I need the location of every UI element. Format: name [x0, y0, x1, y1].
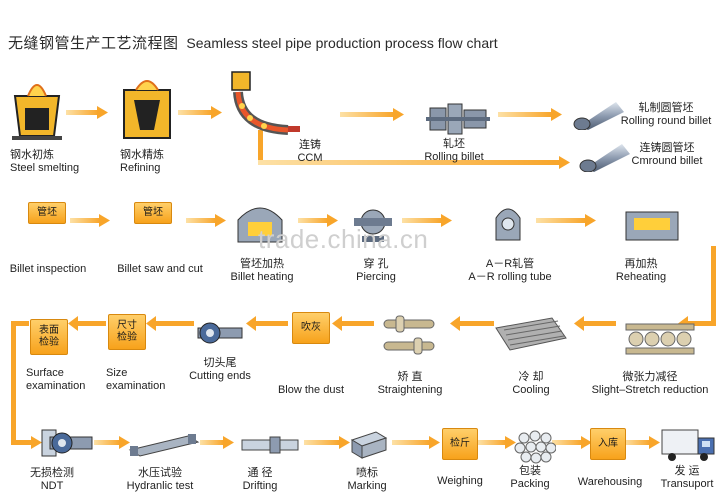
label-marking: 喷标 Marking [347, 467, 387, 492]
refining-ladle-icon [123, 80, 171, 139]
arrow-r1-1 [66, 106, 108, 119]
arrow-r2-4 [402, 214, 452, 227]
label-blow-dust: Blow the dust [277, 384, 345, 396]
ndt-icon [41, 429, 93, 457]
label-hydraulic-test: 水压试验 Hydranlic test [126, 467, 194, 492]
label-warehousing: Warehousing [577, 476, 643, 488]
label-ndt: 无损检测 NDT [30, 467, 74, 492]
label-billet-inspection: Billet inspection [9, 263, 87, 275]
hydraulic-tester-icon [128, 434, 200, 457]
arrow-r4-4 [392, 436, 440, 449]
label-cooling: 冷 却 Cooling [512, 371, 550, 396]
title-chinese: 无缝钢管生产工艺流程图 [8, 35, 179, 52]
arrow-r3-4 [246, 316, 288, 331]
arrow-r2-3 [298, 214, 338, 227]
arrow-r2-1 [70, 214, 110, 227]
page-title: 无缝钢管生产工艺流程图 Seamless steel pipe producti… [8, 32, 498, 53]
arrow-r3-3 [332, 316, 374, 331]
label-rolling-billet: 轧坯 Rolling billet [424, 138, 484, 163]
label-size-exam: Size examination [106, 367, 166, 392]
pipe-bundle-icon [514, 430, 556, 464]
arrow-left-down [11, 321, 42, 449]
cmround-billet-icon [579, 144, 630, 172]
box-blow-dust: 吹灰 [292, 312, 330, 344]
label-rolling-round-billet: 轧制圆管坯 Rolling round billet [620, 102, 712, 127]
arrow-r1-3 [340, 108, 404, 121]
ar-rolling-icon [495, 208, 521, 241]
cooling-bed-icon [495, 317, 567, 351]
label-packing: 包装 Packing [510, 465, 550, 490]
arrow-r2-5 [536, 214, 596, 227]
label-weighing: Weighing [437, 475, 483, 487]
arrow-r3-6 [68, 316, 106, 331]
arrow-r3-2 [450, 316, 494, 331]
stretch-reducing-icon [625, 323, 695, 355]
drifting-icon [241, 436, 299, 454]
label-straightening: 矫 直 Straightening [377, 371, 443, 396]
box-weighing: 检斤 [442, 428, 478, 460]
label-drifting: 通 径 Drifting [242, 467, 278, 492]
watermark: trade.china.cn [258, 224, 429, 254]
arrow-r3-1 [574, 316, 616, 331]
label-billet-saw: Billet saw and cut [117, 263, 203, 275]
arrow-r4-5 [478, 436, 516, 449]
reheating-furnace-icon [625, 211, 679, 241]
label-surface-exam: Surface examination [26, 367, 86, 392]
box-billet-inspection: 管坯 [28, 202, 66, 224]
arrow-r4-3 [304, 436, 350, 449]
box-surface-exam: 表面检验 [30, 319, 68, 355]
box-billet-saw: 管坯 [134, 202, 172, 224]
furnace-icon [12, 84, 62, 140]
truck-icon [661, 429, 715, 461]
arrow-r4-6 [552, 436, 592, 449]
arrow-r2-2 [186, 214, 226, 227]
ccm-icon [231, 71, 300, 135]
rolling-mill-icon [426, 103, 490, 135]
label-reheating: 再加热 Reheating [615, 258, 667, 283]
piercing-mill-icon [354, 209, 392, 242]
label-stretch-reduction: 微张力减径 Slight–Stretch reduction [591, 371, 709, 396]
label-billet-heating: 管坯加热 Billet heating [230, 258, 294, 283]
cutting-ends-icon [197, 322, 243, 344]
title-english: Seamless steel pipe production process f… [186, 35, 498, 51]
arrow-r1-2 [178, 106, 222, 119]
label-ccm: 连铸 CCM [297, 139, 323, 164]
label-ar-rolling: A－R轧管 A－R rolling tube [468, 258, 552, 283]
arrow-ccm-cmround [258, 130, 570, 169]
label-steel-smelting: 钢水初炼 Steel smelting [10, 149, 80, 174]
label-cmround-billet: 连铸圆管坯 Cmround billet [631, 142, 703, 167]
arrow-r4-7 [624, 436, 660, 449]
round-billet-icon [573, 102, 624, 130]
box-size-exam: 尺寸检验 [108, 314, 146, 350]
marking-machine-icon [350, 431, 388, 459]
arrow-r3-5 [146, 316, 194, 331]
box-warehousing: 入库 [590, 428, 626, 460]
label-refining: 钢水精炼 Refining [120, 149, 164, 174]
arrow-r4-2 [200, 436, 234, 449]
label-cutting-ends: 切头尾 Cutting ends [189, 357, 251, 382]
straightening-icon [383, 315, 435, 355]
heating-furnace-icon [237, 207, 283, 243]
arrow-r4-1 [94, 436, 130, 449]
label-transport: 发 运 Transuport [660, 465, 714, 490]
label-piercing: 穿 孔 Piercing [356, 258, 396, 283]
arrow-r1-4 [498, 108, 562, 121]
